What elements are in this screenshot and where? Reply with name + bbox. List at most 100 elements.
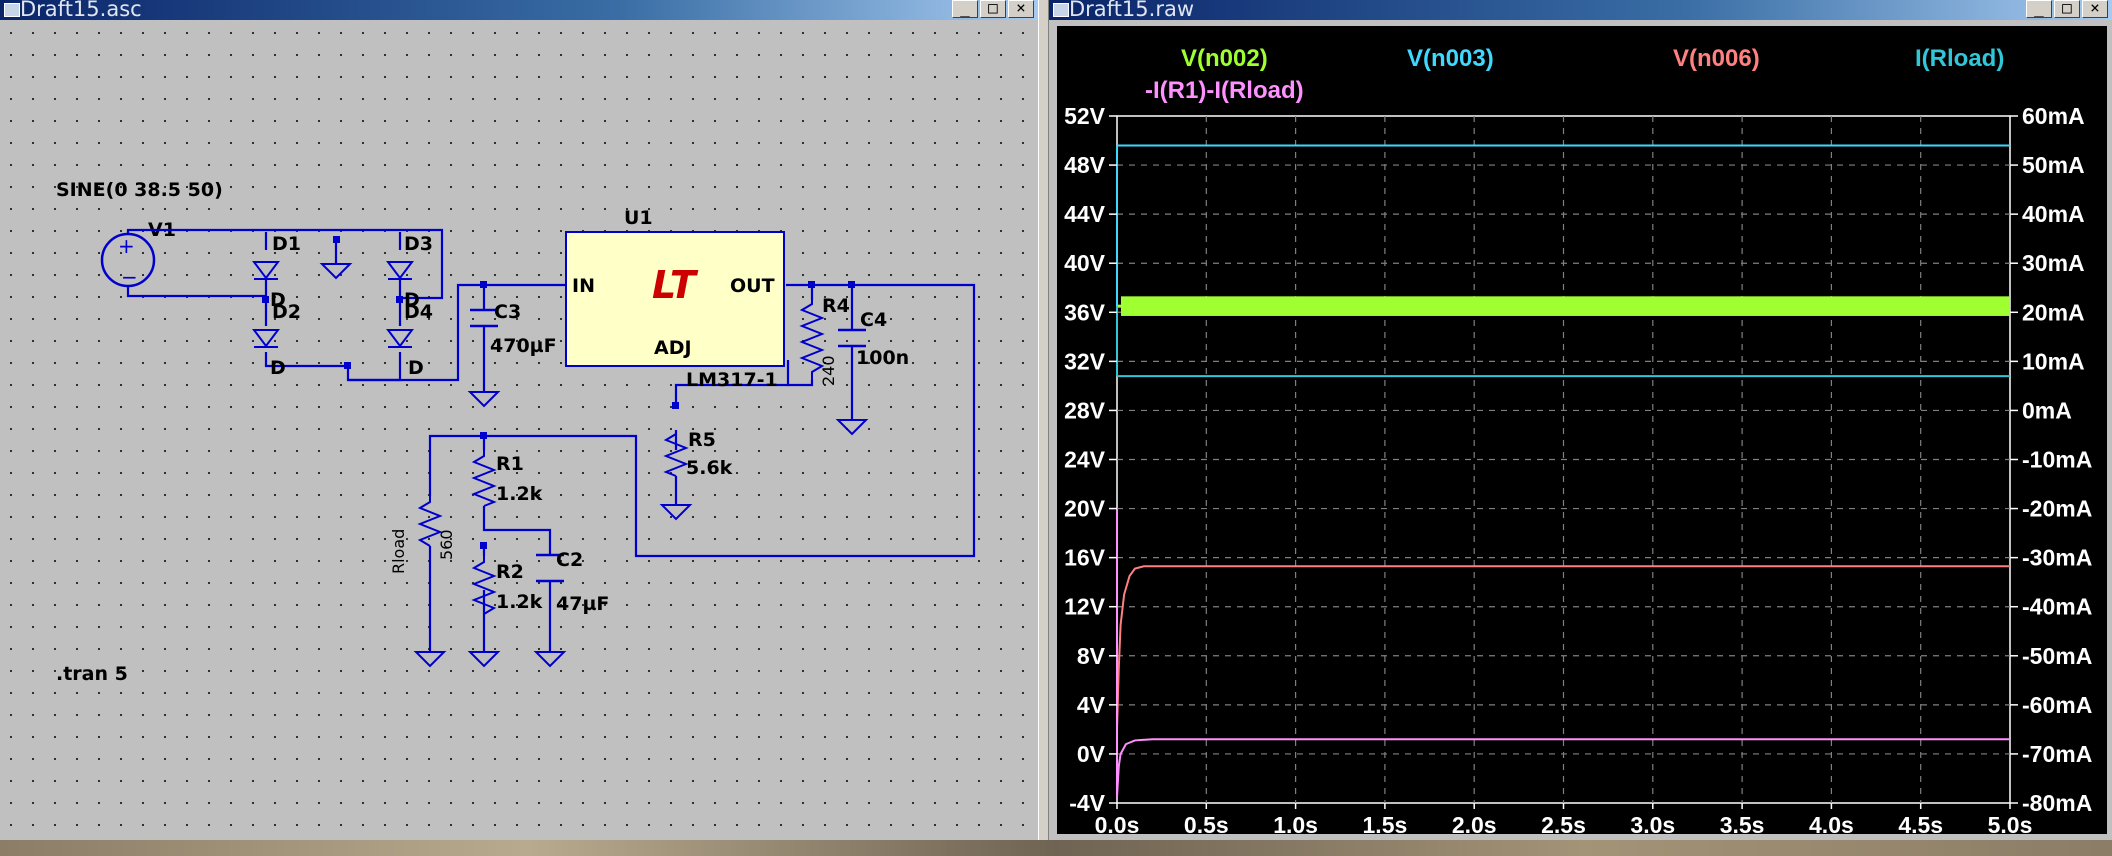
y-right-tick-label: -10mA [2022,447,2092,473]
r1-value: 1.2k [496,483,543,505]
trace-line [1116,565,2010,730]
r5-label: R5 [688,429,716,451]
d1-label: D1 [272,233,301,255]
y-left-tick-label: 16V [1064,545,1106,571]
y-right-tick-label: -40mA [2022,594,2092,620]
ground-symbol [319,263,353,280]
waveform-plot[interactable]: V(n002) V(n003) V(n006) I(Rload) -I(R1)-I(Rl… [1049,20,2112,840]
y-right-tick-label: 0mA [2022,397,2072,423]
y-left-tick-label: 52V [1064,103,1106,129]
d4-label: D4 [404,301,433,323]
minimize-button[interactable]: _ [952,0,978,18]
resistor-r2[interactable] [471,556,497,652]
capacitor-c2[interactable] [536,553,564,583]
legend-entry[interactable]: I(Rload) [1915,45,2004,72]
x-tick-label: 3.0s [1630,812,1675,838]
schematic-canvas[interactable]: SINE(0 38.5 50) + − V1 [0,20,1038,840]
diode-model-label: D [408,357,424,379]
x-tick-label: 0.5s [1184,812,1229,838]
u1-part-name: LM317-1 [686,369,778,391]
close-button[interactable]: × [2082,0,2108,18]
x-tick-label: 2.5s [1541,812,1586,838]
y-left-tick-label: 40V [1064,250,1106,276]
y-right-tick-label: -30mA [2022,545,2092,571]
resistor-r5[interactable] [663,430,689,477]
regulator-u1[interactable]: LT [565,231,785,367]
c3-label: C3 [494,301,521,323]
resistor-r4[interactable] [799,300,825,380]
capacitor-c4[interactable] [835,328,869,436]
y-right-tick-label: 40mA [2022,201,2085,227]
y-right-tick-label: 20mA [2022,299,2085,325]
y-right-tick-label: 60mA [2022,103,2085,129]
maximize-button[interactable]: □ [980,0,1006,18]
y-right-tick-label: 30mA [2022,250,2085,276]
rload-value: 560 [437,529,456,560]
diode-d4[interactable] [386,329,414,348]
source-spec-label: SINE(0 38.5 50) [56,179,223,201]
legend-entry[interactable]: -I(R1)-I(Rload) [1145,77,1304,104]
r2-value: 1.2k [496,591,543,613]
legend-entry[interactable]: V(n006) [1673,45,1760,72]
u1-in-pin: IN [572,275,595,297]
u1-adj-pin: ADJ [654,337,692,359]
y-left-tick-label: 24V [1064,447,1106,473]
diode-model-label: D [404,289,420,311]
diode-d1[interactable] [252,261,280,280]
close-button[interactable]: × [1008,0,1034,18]
svg-text:−: − [121,265,138,289]
r2-label: R2 [496,561,524,583]
capacitor-c3[interactable] [467,308,501,408]
y-left-tick-label: 8V [1077,643,1106,669]
y-left-tick-label: 4V [1077,692,1106,718]
c3-value: 470µF [490,335,557,357]
svg-text:+: + [118,234,135,258]
schematic-wires [126,228,976,652]
y-left-tick-label: 44V [1064,201,1106,227]
x-tick-label: 0.0s [1095,812,1140,838]
d2-label: D2 [272,301,301,323]
r5-value: 5.6k [686,457,733,479]
c4-label: C4 [860,309,887,331]
maximize-button[interactable]: □ [2054,0,2080,18]
diode-d2[interactable] [252,329,280,348]
u1-out-pin: OUT [730,275,775,297]
x-tick-label: 3.5s [1720,812,1765,838]
y-right-tick-label: -80mA [2022,790,2092,816]
ground-symbols [413,651,567,668]
legend-entry[interactable]: V(n003) [1407,45,1494,72]
minimize-button[interactable]: _ [2026,0,2052,18]
x-tick-label: 5.0s [1988,812,2033,838]
y-left-tick-label: 12V [1064,594,1106,620]
y-right-tick-label: -50mA [2022,643,2092,669]
schematic-window[interactable]: Draft15.asc _ □ × SINE(0 38.5 50) + − V1 [0,0,1038,840]
legend-entry[interactable]: V(n002) [1181,45,1268,72]
resistor-r1[interactable] [471,450,497,507]
desktop-background [0,840,2112,856]
y-left-tick-label: 48V [1064,152,1106,178]
diode-d3[interactable] [386,261,414,280]
plot-legend: V(n002) V(n003) V(n006) I(Rload) -I(R1)-I(Rl… [1145,45,2004,104]
mdi-splitter[interactable] [1038,0,1049,856]
y-right-tick-label: -70mA [2022,741,2092,767]
y-right-tick-label: 10mA [2022,348,2085,374]
trace-line [1116,738,2010,797]
plot-traces [1116,144,2010,797]
r4-label: R4 [822,295,850,317]
schematic-titlebar[interactable]: Draft15.asc _ □ × [0,0,1038,20]
schematic-doc-icon [4,3,20,17]
r1-label: R1 [496,453,524,475]
waveform-window[interactable]: Draft15.raw _ □ × V(n002) V(n003) V(n006) I… [1049,0,2112,840]
resistor-rload[interactable] [417,496,443,547]
waveform-titlebar[interactable]: Draft15.raw _ □ × [1049,0,2112,20]
y-left-tick-label: 36V [1064,299,1106,325]
trace-band [1121,296,2010,316]
x-tick-label: 1.0s [1273,812,1318,838]
wire-junctions [262,236,855,549]
x-tick-label: 1.5s [1363,812,1408,838]
y-left-tick-label: 20V [1064,496,1106,522]
waveform-doc-icon [1053,3,1069,17]
y-left-tick-label: 0V [1077,741,1106,767]
plot-background [1057,26,2107,834]
